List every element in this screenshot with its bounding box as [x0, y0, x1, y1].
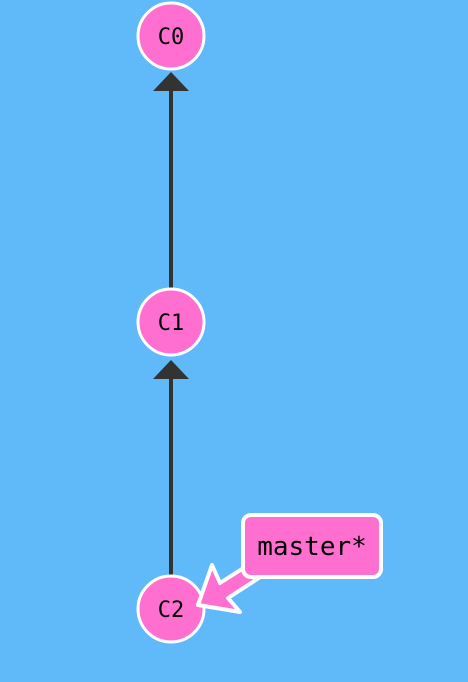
branch-pointer-master[interactable]: master* — [196, 513, 383, 614]
commit-circle — [136, 287, 206, 357]
branch-label: master* — [257, 532, 367, 562]
edge-c1-to-c0 — [153, 72, 189, 290]
commit-node-c2[interactable]: C2 — [136, 574, 206, 644]
commit-circle — [136, 574, 206, 644]
arrowhead-icon — [153, 360, 189, 379]
edge-c2-to-c1 — [153, 360, 189, 576]
commit-node-c1[interactable]: C1 — [136, 287, 206, 357]
commit-label: C1 — [158, 311, 185, 336]
arrowhead-icon — [153, 72, 189, 91]
branch-label-box — [241, 513, 383, 579]
commit-circle — [136, 1, 206, 71]
commit-label: C0 — [158, 25, 185, 50]
commit-node-c0[interactable]: C0 — [136, 1, 206, 71]
commit-label: C2 — [158, 598, 185, 623]
